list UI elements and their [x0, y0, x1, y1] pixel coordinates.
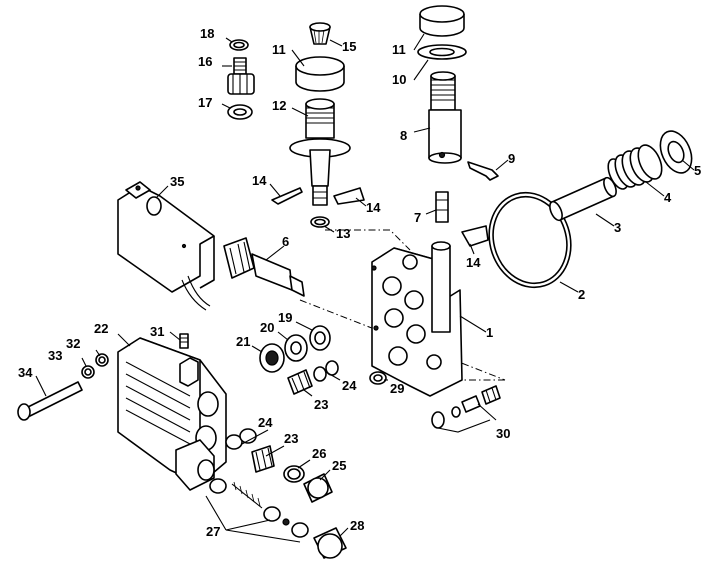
- label-17: 17: [198, 95, 212, 110]
- label-33: 33: [48, 348, 62, 363]
- part-31-spring: [179, 333, 189, 349]
- part-24-orings-lower: [225, 428, 257, 450]
- label-34: 34: [18, 365, 33, 380]
- part-23-valve-upper: [287, 369, 313, 395]
- label-24-upper: 24: [342, 378, 357, 393]
- part-20-seal: [284, 334, 308, 362]
- part-27-spring-kit: [209, 478, 309, 538]
- part-26-oring: [283, 465, 305, 483]
- label-29: 29: [390, 381, 404, 396]
- part-11-seal-right: [419, 5, 465, 37]
- part-23-valve-lower: [251, 445, 275, 473]
- part-15-filter: [309, 22, 331, 45]
- label-22: 22: [94, 321, 108, 336]
- part-8-cylinder: [428, 71, 462, 164]
- label-4: 4: [664, 190, 672, 205]
- label-13: 13: [336, 226, 350, 241]
- label-23-upper: 23: [314, 397, 328, 412]
- label-14-right: 14: [366, 200, 381, 215]
- part-7-pin: [435, 191, 449, 223]
- part-32-washer: [95, 353, 109, 367]
- axis-inlet: [325, 229, 411, 251]
- part-18-oring: [229, 39, 249, 51]
- label-24-lower: 24: [258, 415, 273, 430]
- label-1: 1: [486, 325, 493, 340]
- label-35: 35: [170, 174, 184, 189]
- label-11-left: 11: [272, 42, 286, 57]
- label-31: 31: [150, 324, 164, 339]
- label-8: 8: [400, 128, 407, 143]
- label-23-lower: 23: [284, 431, 298, 446]
- part-19-seal: [309, 325, 331, 351]
- part-22-manifold: [117, 337, 227, 491]
- part-28-plug: [313, 527, 347, 559]
- label-12: 12: [272, 98, 286, 113]
- part-3-plunger: [549, 176, 617, 222]
- label-15: 15: [342, 39, 356, 54]
- label-5: 5: [694, 163, 701, 178]
- label-14-left: 14: [252, 173, 267, 188]
- label-27: 27: [206, 524, 220, 539]
- part-12-valve-stem: [289, 98, 351, 206]
- label-20: 20: [260, 320, 274, 335]
- label-14-lower: 14: [466, 255, 481, 270]
- label-18: 18: [200, 26, 214, 41]
- part-4-spring: [607, 144, 663, 190]
- part-17-washer: [227, 104, 253, 120]
- label-32: 32: [66, 336, 80, 351]
- part-1-pump-head: [371, 241, 463, 397]
- label-28: 28: [350, 518, 364, 533]
- part-16-inlet-fitting: [227, 57, 255, 95]
- label-25: 25: [332, 458, 346, 473]
- label-26: 26: [312, 446, 326, 461]
- leader-lines: [35, 33, 695, 543]
- label-3: 3: [614, 220, 621, 235]
- part-24-orings-upper: [313, 360, 339, 382]
- part-35-unloader: [117, 181, 215, 311]
- part-10-washer: [417, 44, 467, 60]
- part-13-oring: [310, 216, 330, 228]
- part-25-plug: [303, 473, 333, 503]
- label-16: 16: [198, 54, 212, 69]
- part-21-seal: [259, 343, 285, 373]
- part-29-oring: [369, 371, 387, 385]
- part-11-seal-left: [295, 56, 345, 92]
- label-19: 19: [278, 310, 292, 325]
- part-14-clip-lower: [461, 225, 489, 247]
- part-30-valve-kit: [431, 385, 501, 429]
- part-9-clip: [467, 161, 499, 181]
- label-21: 21: [236, 334, 250, 349]
- part-6-relief-valve: [223, 237, 305, 297]
- label-10: 10: [392, 72, 406, 87]
- part-2-large-oring: [488, 191, 572, 289]
- label-9: 9: [508, 151, 515, 166]
- label-30: 30: [496, 426, 510, 441]
- part-14-clip-right: [333, 187, 365, 205]
- label-6: 6: [282, 234, 289, 249]
- label-2: 2: [578, 287, 585, 302]
- part-33-nut: [81, 365, 95, 379]
- part-5-retainer: [659, 130, 693, 174]
- part-labels: 1 2 3 4 5 6 7 8 9 10 11 11 12 13 14 14 1…: [18, 26, 701, 539]
- label-11-right: 11: [392, 42, 406, 57]
- part-14-clip-left: [271, 187, 303, 205]
- label-7: 7: [414, 210, 421, 225]
- part-34-bolt: [17, 381, 83, 421]
